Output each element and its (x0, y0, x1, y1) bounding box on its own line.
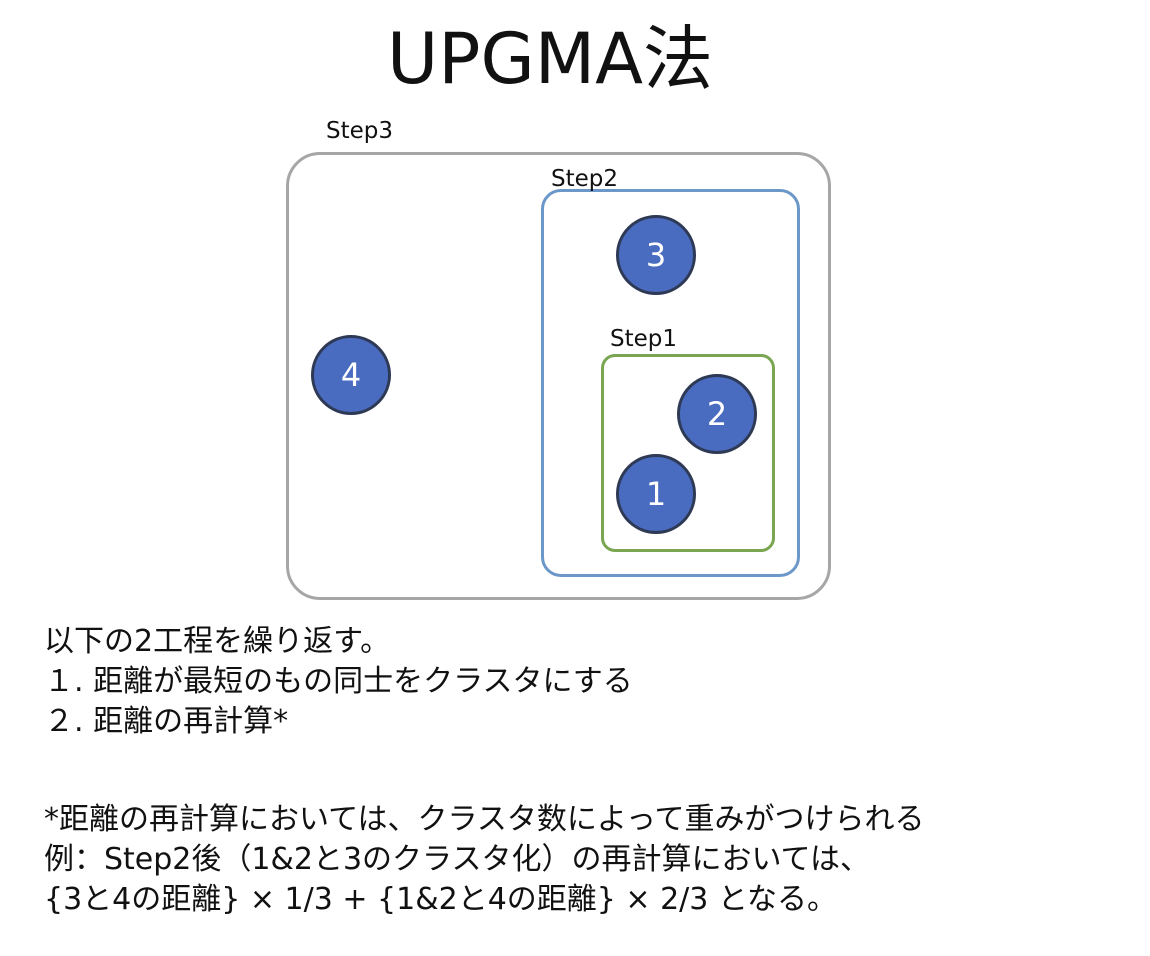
procedure-item-2: ２. 距離の再計算* (44, 704, 289, 739)
procedure-intro: 以下の2工程を繰り返す。 (44, 624, 391, 659)
step1-label: Step1 (610, 326, 678, 352)
cluster-box-step3 (286, 152, 831, 600)
page-title: UPGMA法 (387, 18, 713, 100)
node-4: 4 (311, 335, 391, 415)
step2-label: Step2 (551, 166, 619, 192)
procedure-item-1: １. 距離が最短のもの同士をクラスタにする (44, 664, 633, 699)
note-line-1: *距離の再計算においては、クラスタ数によって重みがつけられる (44, 802, 925, 837)
cluster-box-step2 (541, 189, 800, 577)
note-line-2: 例：Step2後（1&2と3のクラスタ化）の再計算においては、 (44, 842, 870, 877)
procedure-description: 以下の2工程を繰り返す。 １. 距離が最短のもの同士をクラスタにする ２. 距離… (44, 622, 1134, 742)
node-3: 3 (616, 215, 696, 295)
note-line-3: {3と4の距離} × 1/3 + {1&2と4の距離} × 2/3 となる。 (44, 882, 838, 917)
step3-label: Step3 (326, 118, 394, 144)
node-2: 2 (677, 374, 757, 454)
cluster-box-step1 (601, 354, 775, 552)
recalculation-note: *距離の再計算においては、クラスタ数によって重みがつけられる 例：Step2後（… (44, 800, 1134, 920)
node-1: 1 (616, 454, 696, 534)
